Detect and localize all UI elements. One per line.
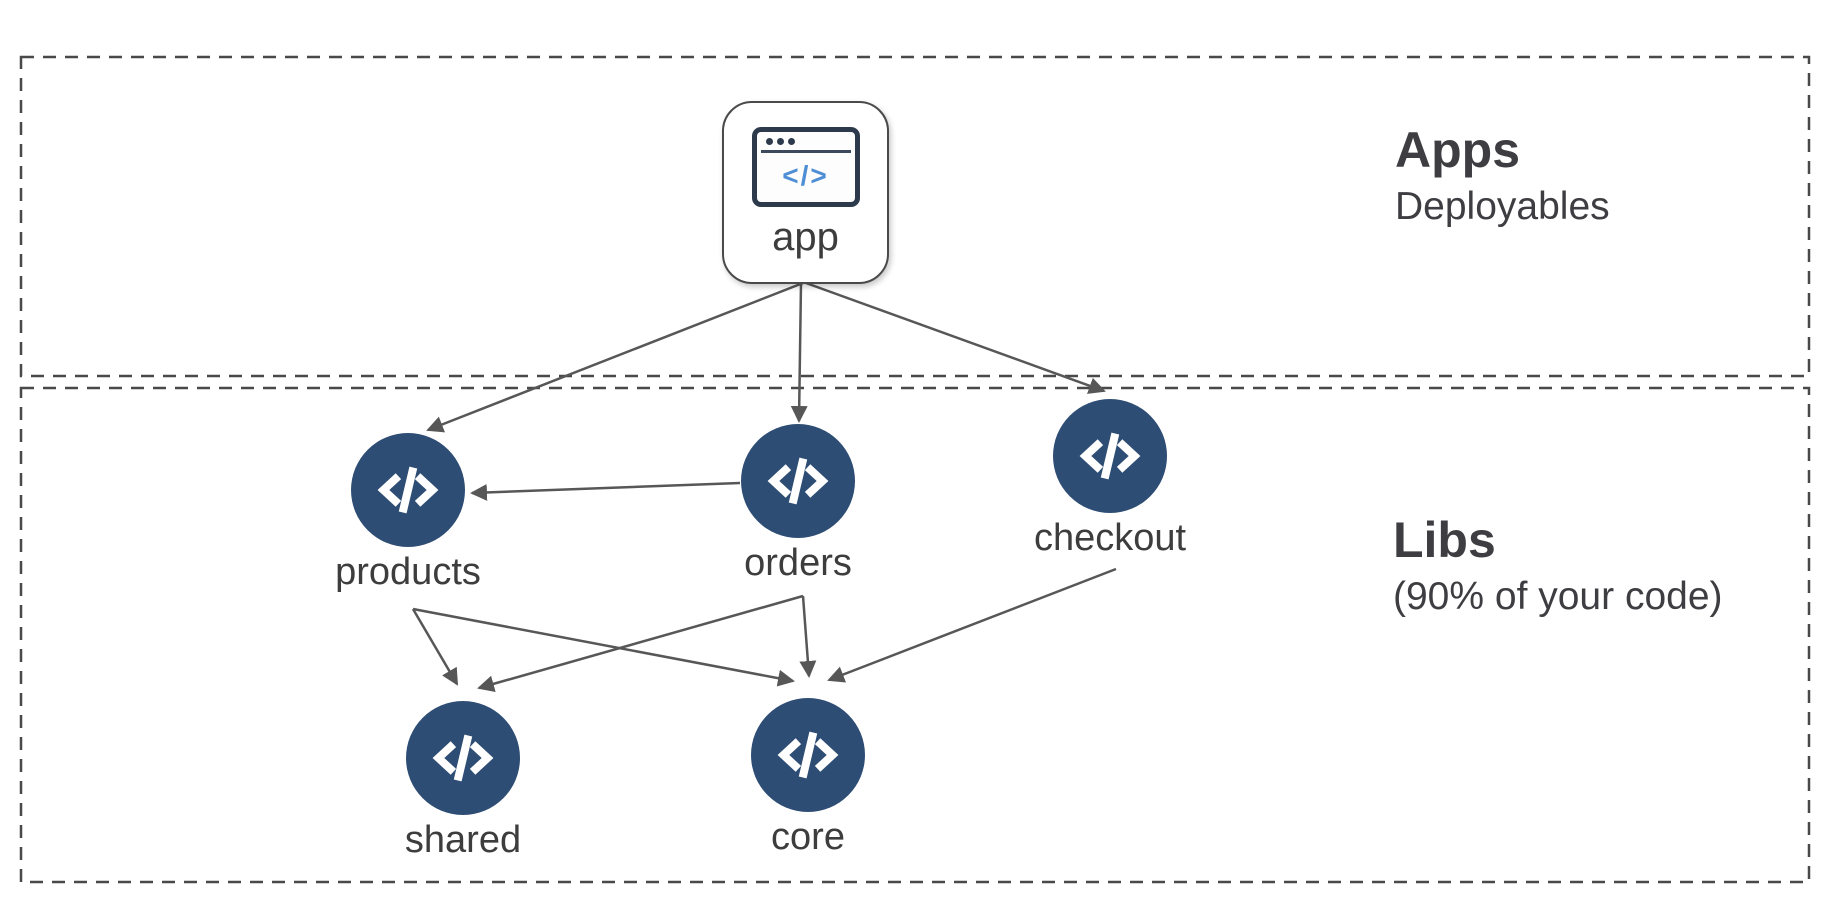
node-core: core: [751, 698, 865, 858]
edge-orders-shared: [477, 594, 804, 693]
browser-window-dots: [757, 132, 855, 145]
edge-checkout-core: [827, 567, 1117, 683]
edge-products-core: [412, 607, 795, 687]
code-glyph: </>: [782, 160, 829, 191]
window-dot: [765, 138, 773, 145]
node-checkout: checkout: [1034, 399, 1186, 559]
edge-orders-products: [470, 481, 741, 501]
edge-orders-core: [799, 595, 817, 678]
node-app: </> app: [722, 101, 889, 284]
libs-section-box: [19, 386, 1811, 884]
browser-toolbar-divider: [760, 150, 851, 153]
libs-section-label: Libs (90% of your code): [1393, 512, 1723, 620]
apps-section-title: Apps: [1395, 122, 1520, 178]
window-dot: [787, 138, 795, 145]
edge-app-orders: [790, 282, 808, 423]
edge-app-products: [426, 281, 804, 433]
node-label-products: products: [335, 551, 481, 593]
libs-section-title: Libs: [1393, 512, 1496, 568]
node-shared: shared: [405, 701, 521, 861]
node-label-orders: orders: [744, 542, 852, 584]
apps-section-box: [19, 55, 1811, 378]
node-label-app: app: [772, 215, 839, 259]
code-icon: [741, 424, 855, 538]
code-icon: [751, 698, 865, 812]
node-orders: orders: [741, 424, 855, 584]
code-icon: [351, 433, 465, 547]
apps-section-label: Apps Deployables: [1395, 122, 1610, 230]
edge-app-checkout: [805, 281, 1106, 394]
code-icon: [1053, 399, 1167, 513]
node-label-checkout: checkout: [1033, 517, 1187, 559]
apps-section-subtitle: Deployables: [1395, 184, 1610, 228]
edge-products-shared: [411, 608, 459, 686]
code-icon: [406, 701, 520, 815]
libs-section-subtitle: (90% of your code): [1393, 574, 1723, 618]
window-dot: [776, 138, 784, 145]
node-label-core: core: [771, 816, 845, 858]
node-label-shared: shared: [404, 819, 522, 861]
browser-code-icon: </>: [751, 127, 860, 207]
node-products: products: [335, 433, 481, 593]
